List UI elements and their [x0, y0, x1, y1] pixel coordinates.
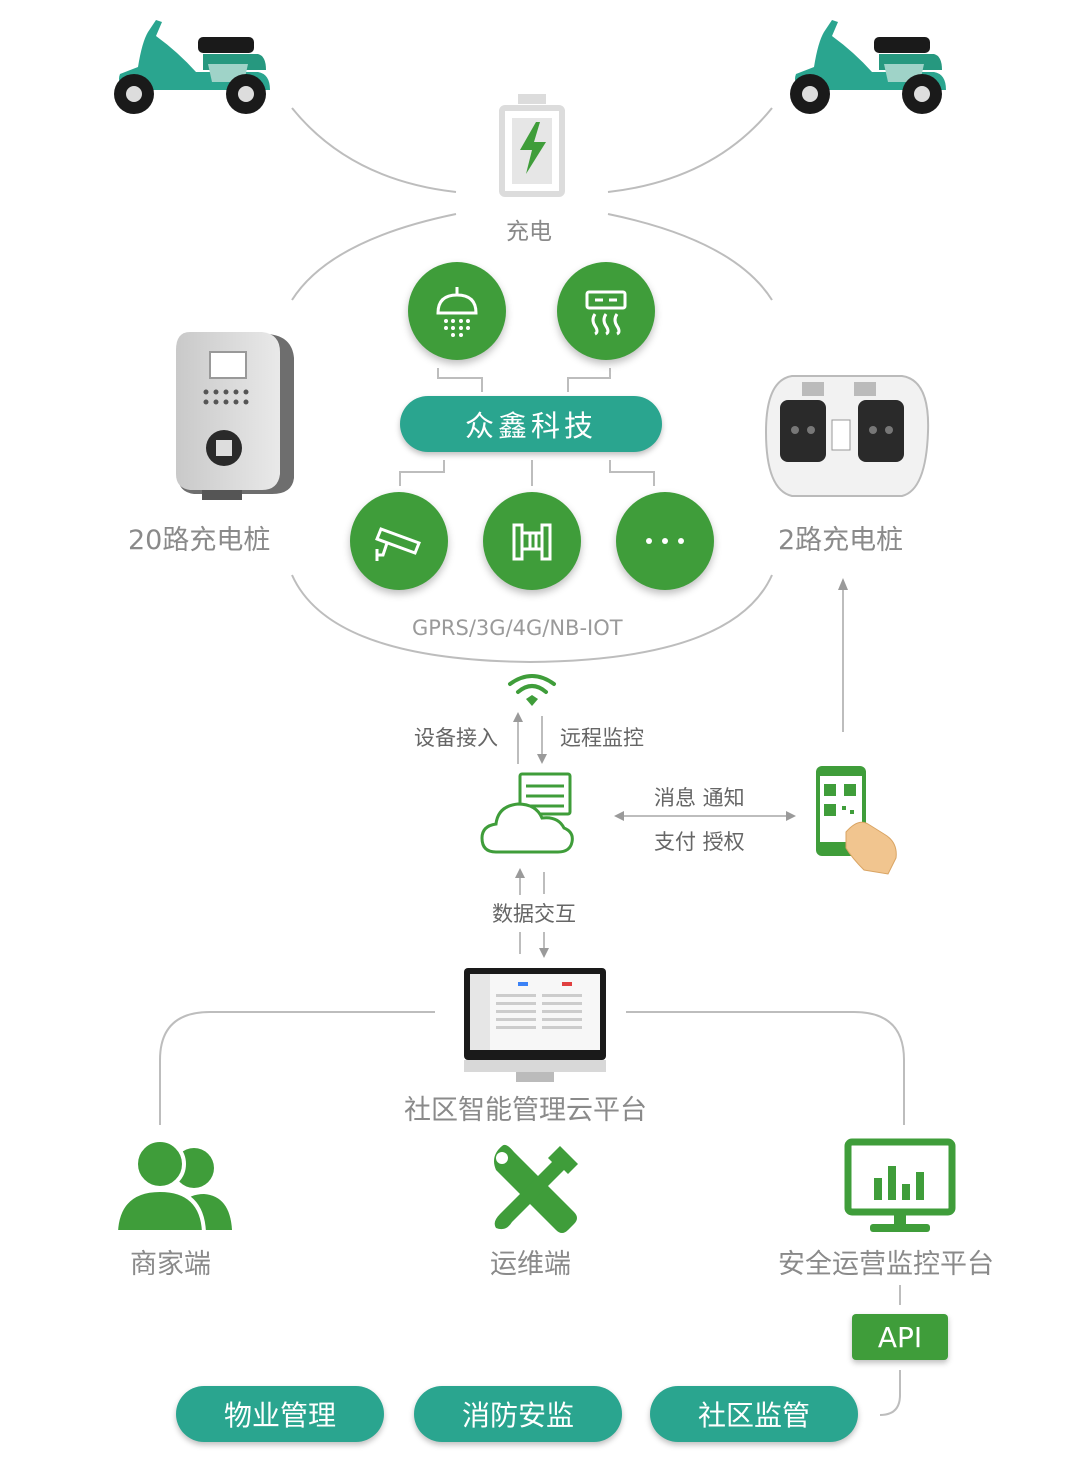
camera-service-circle[interactable] [350, 492, 448, 590]
brand-pill: 众鑫科技 [400, 396, 662, 452]
cloud-server-icon [480, 772, 574, 854]
security-platform-label: 安全运营监控平台 [778, 1249, 994, 1280]
maintenance-label: 运维端 [490, 1249, 571, 1280]
api-badge[interactable]: API [852, 1314, 948, 1360]
message-notify-label: 消息 通知 [654, 786, 745, 810]
network-label: GPRS/3G/4G/NB-IOT [412, 616, 623, 640]
battery-icon [499, 94, 565, 197]
scooter-icon-right [790, 20, 946, 114]
more-dots-icon [646, 538, 684, 544]
camera-icon [375, 527, 421, 561]
merchant-users-icon [114, 1138, 232, 1234]
payment-auth-label: 支付 授权 [654, 830, 745, 854]
fire-safety-pill[interactable]: 消防安监 [414, 1386, 622, 1442]
platform-monitor-icon [464, 968, 606, 1082]
gate-service-circle[interactable] [483, 492, 581, 590]
charging-label: 充电 [506, 219, 552, 245]
property-management-pill[interactable]: 物业管理 [176, 1386, 384, 1442]
platform-label: 社区智能管理云平台 [404, 1095, 647, 1126]
device-access-label: 设备接入 [414, 726, 498, 750]
security-monitor-icon [844, 1138, 956, 1232]
more-service-circle[interactable] [616, 492, 714, 590]
remote-monitor-label: 远程监控 [560, 726, 644, 750]
gate-icon [512, 523, 552, 561]
water-heater-icon [585, 290, 627, 336]
scooter-icon-left [114, 20, 270, 114]
charger-20-device-icon [176, 332, 294, 500]
merchant-label: 商家端 [130, 1249, 211, 1280]
wifi-icon [508, 674, 556, 706]
phone-qr-icon [816, 766, 897, 875]
maintenance-tools-icon [494, 1144, 578, 1233]
data-exchange-label: 数据交互 [492, 902, 576, 926]
charger-20-label: 20路充电桩 [128, 525, 271, 556]
charger-2-label: 2路充电桩 [778, 525, 904, 556]
community-supervision-pill[interactable]: 社区监管 [650, 1386, 858, 1442]
shower-icon [436, 287, 478, 337]
water-heater-service-circle[interactable] [557, 262, 655, 360]
shower-service-circle[interactable] [408, 262, 506, 360]
charger-2-device-icon [764, 375, 930, 497]
